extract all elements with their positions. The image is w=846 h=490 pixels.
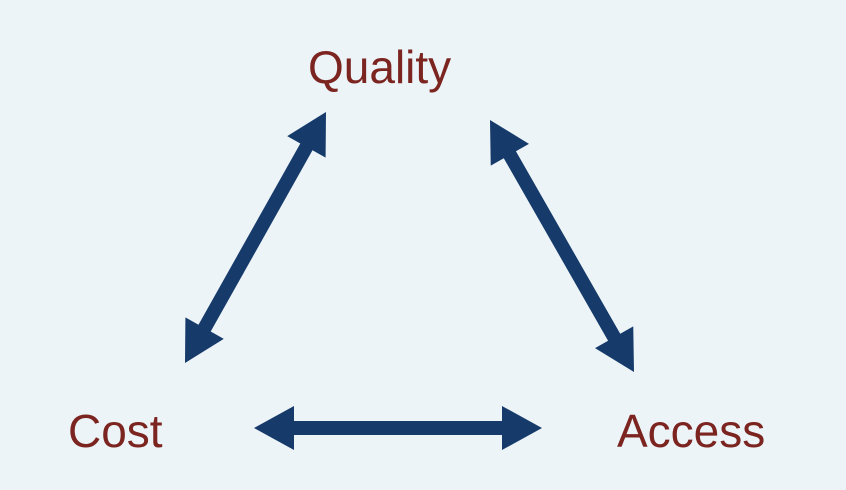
node-access: Access (617, 405, 766, 457)
arrow-quality-cost (185, 112, 326, 363)
node-quality: Quality (308, 41, 452, 93)
arrow-quality-access (490, 120, 634, 372)
node-cost: Cost (68, 405, 163, 457)
arrow-cost-access (254, 406, 542, 450)
